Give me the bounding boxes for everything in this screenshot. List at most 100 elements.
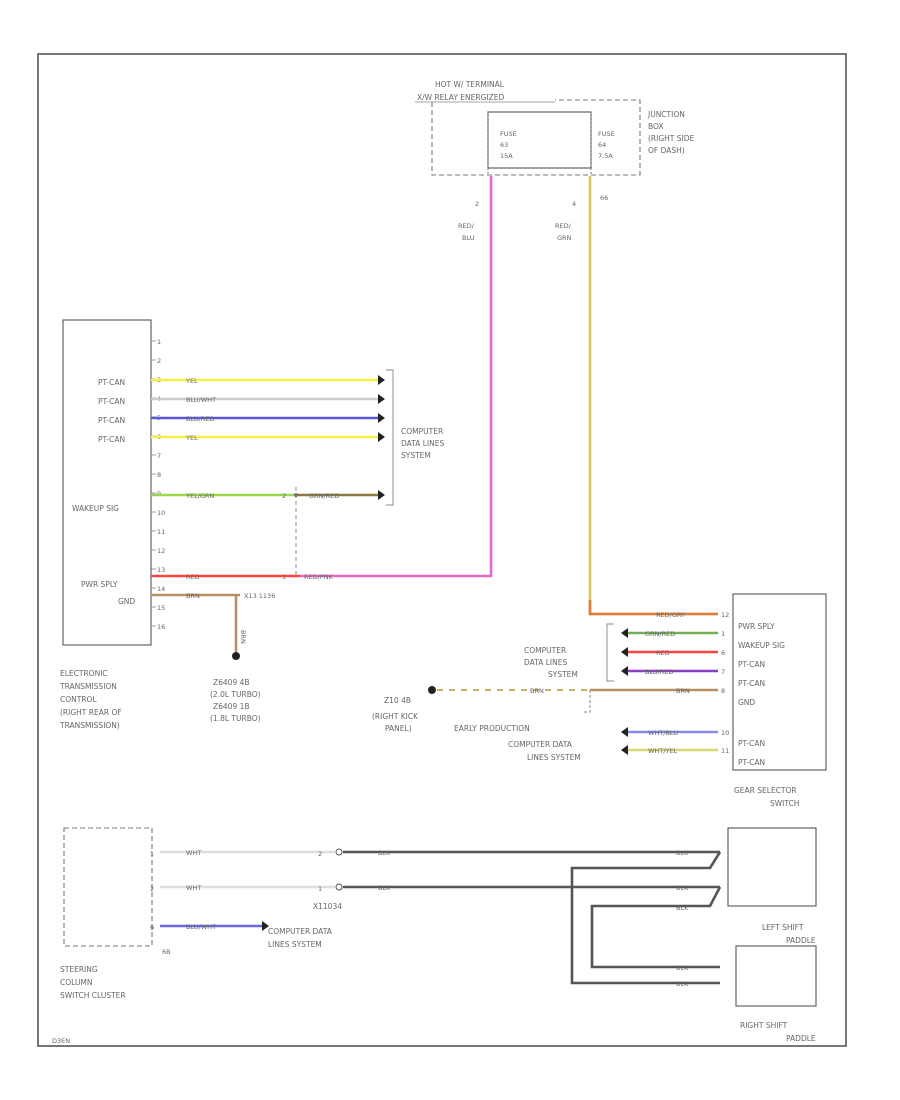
steering-wire-label-1: WHT bbox=[186, 849, 201, 857]
gear-caption-1: GEAR SELECTOR bbox=[734, 786, 797, 795]
gear-wire-label-1: RED/GRY bbox=[656, 611, 685, 619]
wire-color-red-blu-2: BLU bbox=[462, 234, 475, 242]
gear-ground-sub-2: PANEL) bbox=[385, 724, 412, 733]
gear-wire-label-5b: BRN bbox=[530, 687, 544, 695]
fuse-1-rating: 15A bbox=[500, 152, 513, 160]
fuse-1-number: 63 bbox=[500, 141, 508, 149]
gear-pin-12: 12 bbox=[721, 611, 729, 619]
steering-wires bbox=[160, 848, 722, 985]
junction-pin-66: 66 bbox=[600, 194, 608, 202]
gear-caption-2: SWITCH bbox=[770, 799, 799, 808]
gear-pin-6: 6 bbox=[721, 649, 725, 657]
steering-wire-label-3: BLU/WHT bbox=[186, 923, 216, 931]
diagram-frame bbox=[37, 53, 847, 1047]
ground-caption-3: Z6409 1B bbox=[213, 702, 250, 711]
tcm-wire-label-6: YEL bbox=[185, 434, 198, 442]
wire-color-red-grn-2: GRN bbox=[557, 234, 572, 242]
tcm-splice-wire-label: GRN/RED bbox=[309, 492, 339, 500]
tcm-label-ptcan-1: PT-CAN bbox=[98, 378, 125, 387]
gear-selector-switch: PWR SPLY WAKEUP SIG PT-CAN PT-CAN GND PT… bbox=[732, 593, 827, 808]
gear-pin-11: 11 bbox=[721, 747, 729, 755]
gear-pin-10: 10 bbox=[721, 729, 729, 737]
steering-pin-2: 2 bbox=[150, 885, 154, 893]
gear-cdl-label-2: DATA LINES bbox=[524, 658, 567, 667]
tcm-pin-11: 11 bbox=[157, 528, 165, 536]
tcm-pin-1: 1 bbox=[157, 338, 161, 346]
paddle-blk-label-2: BLK bbox=[676, 884, 689, 892]
tcm-wires bbox=[151, 369, 394, 660]
fuse-2-label: FUSE bbox=[598, 130, 615, 138]
gear-label-pwr: PWR SPLY bbox=[738, 622, 775, 631]
junction-label-1: JUNCTION bbox=[647, 110, 685, 119]
gear-wire-label-7: WHT/YEL bbox=[648, 747, 678, 755]
tcm-caption-2: TRANSMISSION bbox=[59, 682, 117, 691]
gear-label-ptcan-1: PT-CAN bbox=[738, 660, 765, 669]
ground-caption-2: (2.0L TURBO) bbox=[210, 690, 261, 699]
junction-pin-2: 2 bbox=[475, 200, 479, 208]
gear-pin-8: 8 bbox=[721, 687, 725, 695]
steering-wire-label-2: WHT bbox=[186, 884, 201, 892]
gear-ground-label: Z10 4B bbox=[384, 696, 411, 705]
gear-cdl2-label-1: COMPUTER DATA bbox=[508, 740, 573, 749]
tcm-gnd-wire-label: BRN bbox=[239, 630, 247, 644]
gear-ground-sub-1: (RIGHT KICK bbox=[372, 712, 419, 721]
gear-cdl2-label-2: LINES SYSTEM bbox=[527, 753, 581, 762]
tcm-cdl-label-2: DATA LINES bbox=[401, 439, 444, 448]
gear-label-ptcan-4: PT-CAN bbox=[738, 758, 765, 767]
fuse-2-rating: 7.5A bbox=[598, 152, 613, 160]
tcm-x13-connector: X13 1136 bbox=[244, 592, 275, 600]
left-paddle-caption-2: PADDLE bbox=[786, 936, 816, 945]
tcm-caption-1: ELECTRONIC bbox=[60, 669, 108, 678]
fuse-1-label: FUSE bbox=[500, 130, 517, 138]
gear-pin-1: 1 bbox=[721, 630, 725, 638]
paddle-blk-label-4: BLK bbox=[676, 964, 689, 972]
tcm-label-ptcan-2: PT-CAN bbox=[98, 397, 125, 406]
tcm-pin-2: 2 bbox=[157, 357, 161, 365]
tcm-caption-5: TRANSMISSION) bbox=[59, 721, 120, 730]
tcm-splice-pin-2: 2 bbox=[282, 492, 286, 500]
right-shift-paddle: RIGHT SHIFT PADDLE bbox=[735, 945, 817, 1043]
steering-pin-6b: 6B bbox=[162, 948, 171, 956]
steering-caption-1: STEERING bbox=[60, 965, 98, 974]
tcm-label-pwr: PWR SPLY bbox=[81, 580, 118, 589]
steering-conn-pin-1: 1 bbox=[318, 885, 322, 893]
gear-wire-label-6: WHT/BLU bbox=[648, 729, 678, 737]
tcm-caption-3: CONTROL bbox=[60, 695, 97, 704]
tcm-cdl-label-3: SYSTEM bbox=[401, 451, 431, 460]
junction-label-3: (RIGHT SIDE bbox=[648, 134, 695, 143]
paddle-blk-label-3: BLK bbox=[676, 904, 689, 912]
tcm-wire-label-5: BLU/RED bbox=[186, 415, 214, 423]
tcm-pin-8: 8 bbox=[157, 471, 161, 479]
junction-pin-4: 4 bbox=[572, 200, 576, 208]
steering-blk-label-1: BLK bbox=[378, 849, 391, 857]
tcm-cdl-label-1: COMPUTER bbox=[401, 427, 443, 436]
gear-wire-label-5: BRN bbox=[676, 687, 690, 695]
wire-color-red-grn-1: RED/ bbox=[555, 222, 572, 230]
tcm-splice-pin-1: 1 bbox=[282, 573, 286, 581]
tcm-pin-12: 12 bbox=[157, 547, 165, 555]
tcm-label-gnd: GND bbox=[118, 597, 135, 606]
wire-color-red-blu-1: RED/ bbox=[458, 222, 475, 230]
hot-label-1: HOT W/ TERMINAL bbox=[435, 80, 505, 89]
tcm-pin-16: 16 bbox=[157, 623, 165, 631]
tcm-wire-label-4: BLU/WHT bbox=[186, 396, 216, 404]
paddle-blk-label-5: BLK bbox=[676, 980, 689, 988]
junction-box: HOT W/ TERMINAL X/W RELAY ENERGIZED FUSE… bbox=[415, 80, 695, 242]
tcm-wire-label-red-pnk: RED/PNK bbox=[304, 573, 334, 581]
steering-pin-9: 9 bbox=[150, 924, 154, 932]
gear-label-ptcan-3: PT-CAN bbox=[738, 739, 765, 748]
gear-wires bbox=[428, 623, 718, 755]
tcm-module: 12345678910111213141516 PT-CAN PT-CAN PT… bbox=[59, 319, 165, 730]
tcm-pin-13: 13 bbox=[157, 566, 165, 574]
gear-label-wakeup: WAKEUP SIG bbox=[738, 641, 785, 650]
junction-label-2: BOX bbox=[648, 122, 664, 131]
tcm-pin-15: 15 bbox=[157, 604, 165, 612]
steering-caption-2: COLUMN bbox=[60, 978, 93, 987]
gear-wire-label-2: GRN/RED bbox=[645, 630, 675, 638]
gear-cdl-label-3: SYSTEM bbox=[548, 670, 578, 679]
gear-wire-label-3: RED bbox=[656, 649, 670, 657]
steering-connector-id: X11034 bbox=[313, 902, 342, 911]
fuse-2-number: 64 bbox=[598, 141, 606, 149]
tcm-pin-14: 14 bbox=[157, 585, 165, 593]
